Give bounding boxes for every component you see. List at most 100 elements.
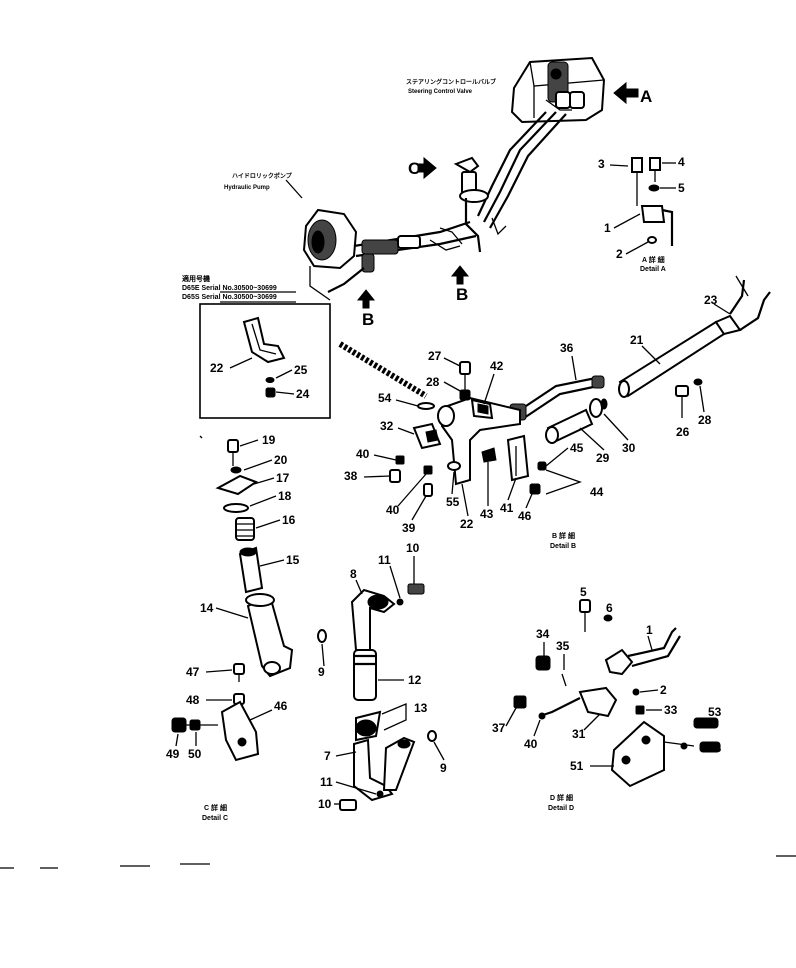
serial-line-1: D65E Serial No.30500~30699 [182,285,277,292]
callout-1-detail-a: 1 [604,221,611,235]
callout-53-upper: 53 [708,705,722,719]
serial-line-2: D65S Serial No.30500~30699 [182,294,277,301]
callout-20: 20 [274,453,288,467]
callout-40-lower: 40 [386,503,400,517]
steering-control-valve [510,56,606,124]
callout-4: 4 [678,155,685,169]
callout-3: 3 [598,157,605,171]
arrow-a-icon [613,81,639,105]
serial-label-jp: 適用号機 [182,274,210,283]
view-c-label-top: C [408,159,420,178]
callout-2-detail-d: 2 [660,683,667,697]
main-piping [389,275,771,497]
pump-label-jp: ハイドロリックポンプ [232,172,293,180]
callout-18: 18 [278,489,292,503]
callout-27: 27 [428,349,442,363]
inset-tube-22 [242,316,286,364]
detail-b-label-en: Detail B [550,543,576,550]
suction-pipe-assembly [317,583,437,811]
callout-28: 28 [426,375,440,389]
callout-46-main: 46 [518,509,532,523]
callout-1-detail-d: 1 [646,623,653,637]
callout-45: 45 [570,441,584,455]
callout-5-detail-a: 5 [678,181,685,195]
callout-44: 44 [590,485,604,499]
callout-36: 36 [560,341,574,355]
callout-40-main: 40 [356,447,370,461]
detail-d-assembly [513,599,721,788]
callout-7: 7 [324,749,331,763]
detail-c-label-en: Detail C [202,815,228,822]
callout-11-bottom: 11 [320,775,333,789]
callout-23: 23 [704,293,718,307]
callout-37: 37 [492,721,506,735]
callout-9-right: 9 [440,761,447,775]
callout-54: 54 [378,391,392,405]
view-b-label-2: B [362,310,374,329]
detail-d-label-jp: D 詳 細 [550,793,573,802]
callout-6: 6 [606,601,613,615]
detail-c-assembly [171,693,260,762]
callout-13: 13 [414,701,428,715]
callout-48: 48 [186,693,200,707]
detail-d-label-en: Detail D [548,805,574,812]
callout-10-bottom: 10 [318,797,332,811]
callout-33: 33 [664,703,678,717]
callout-17: 17 [276,471,290,485]
callout-21: 21 [630,333,644,347]
arrow-c-icon [417,156,437,180]
control-valve-label-jp: ステアリングコントロールバルブ [406,78,496,86]
callout-9-left: 9 [318,665,325,679]
callout-32: 32 [380,419,394,433]
callout-15: 15 [286,553,300,567]
callout-29: 29 [596,451,610,465]
callout-41: 41 [500,501,514,515]
view-a-label: A [640,87,652,106]
arrow-b-icon-1 [450,265,470,285]
callout-12: 12 [408,673,422,687]
detail-b-label-jp: B 詳 細 [552,531,575,540]
callout-34: 34 [536,627,550,641]
callout-25: 25 [294,363,308,377]
arrow-b-icon-2 [356,289,376,309]
callout-43: 43 [480,507,494,521]
detail-a-label-en: Detail A [640,266,666,273]
callout-31: 31 [572,727,586,741]
callout-2-detail-a: 2 [616,247,623,261]
callout-22-main: 22 [460,517,474,531]
callout-49: 49 [166,747,180,761]
callout-42: 42 [490,359,504,373]
callout-30: 30 [622,441,636,455]
callout-50: 50 [188,747,202,761]
callout-19: 19 [262,433,276,447]
callout-28-right: 28 [698,413,712,427]
callout-24: 24 [296,387,310,401]
callout-47: 47 [186,665,200,679]
detail-a-assembly [631,157,674,246]
suction-fitting [453,156,507,253]
callout-55: 55 [446,495,460,509]
callout-8: 8 [350,567,357,581]
control-valve-label-en: Steering Control Valve [408,89,473,95]
callout-39: 39 [402,521,416,535]
callout-14: 14 [200,601,214,615]
callout-46-detail-c: 46 [274,699,288,713]
pump-label-en: Hydraulic Pump [224,185,270,191]
callout-11-top: 11 [378,553,391,567]
callout-5-detail-d: 5 [580,585,587,599]
callout-35: 35 [556,639,570,653]
detail-a-label-jp: A 詳 細 [642,255,665,264]
callout-53-lower: 53 [708,741,722,755]
callout-38: 38 [344,469,358,483]
callout-10-top: 10 [406,541,420,555]
hydraulic-pump [302,208,477,301]
callout-22-inset: 22 [210,361,224,375]
suction-strainer-column [215,439,294,682]
callout-26: 26 [676,425,690,439]
callout-51: 51 [570,759,584,773]
view-b-label-1: B [456,285,468,304]
callout-16: 16 [282,513,296,527]
callout-40-detail-d: 40 [524,737,538,751]
